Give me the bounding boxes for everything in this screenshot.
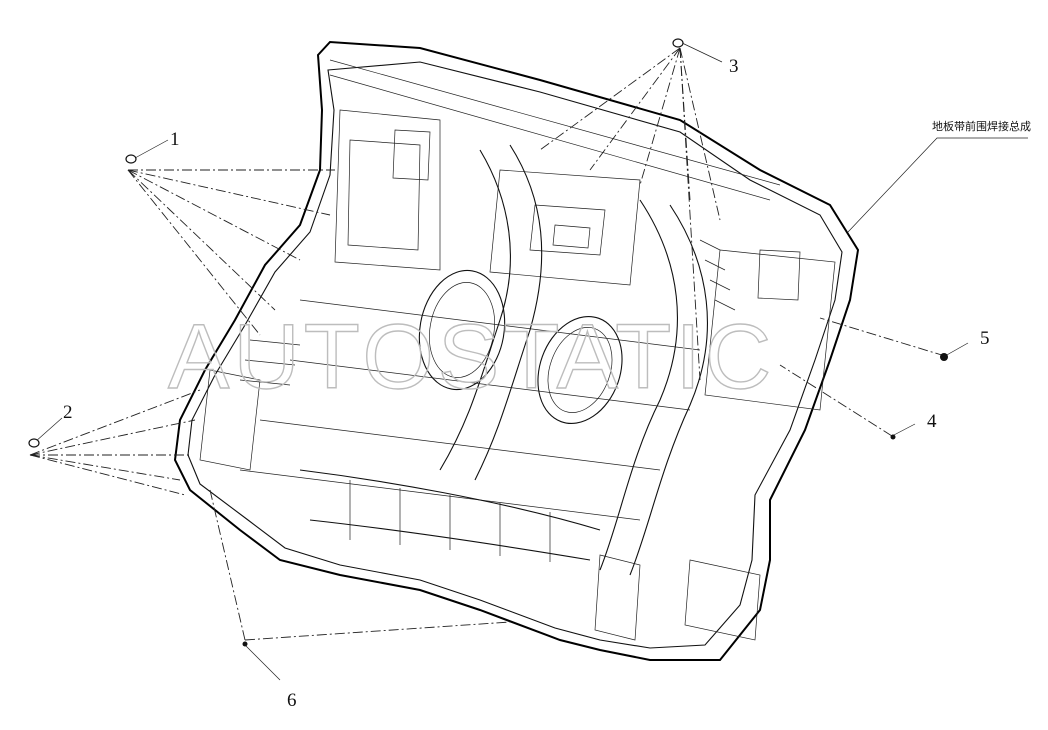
leader-lines: [29, 41, 1028, 681]
part-markers: [28, 38, 948, 647]
callout-labels: 1 2 3 4 5 6: [63, 56, 990, 711]
callout-5: 5: [980, 328, 990, 349]
watermark: AUTOSTATIC: [168, 306, 775, 408]
part-4-marker: [890, 434, 896, 440]
assembly-label: 地板带前围焊接总成: [932, 119, 1031, 133]
part-5-marker: [940, 353, 948, 361]
callout-4: 4: [927, 411, 937, 432]
callout-1: 1: [170, 129, 180, 150]
part-6-marker: [242, 641, 248, 647]
callout-6: 6: [287, 690, 297, 711]
callout-2: 2: [63, 402, 73, 423]
callout-3: 3: [729, 56, 739, 77]
part-2-marker: [28, 438, 40, 448]
part-3-marker: [672, 38, 684, 48]
floor-panel-drawing: [173, 40, 860, 661]
part-1-marker: [125, 154, 137, 164]
